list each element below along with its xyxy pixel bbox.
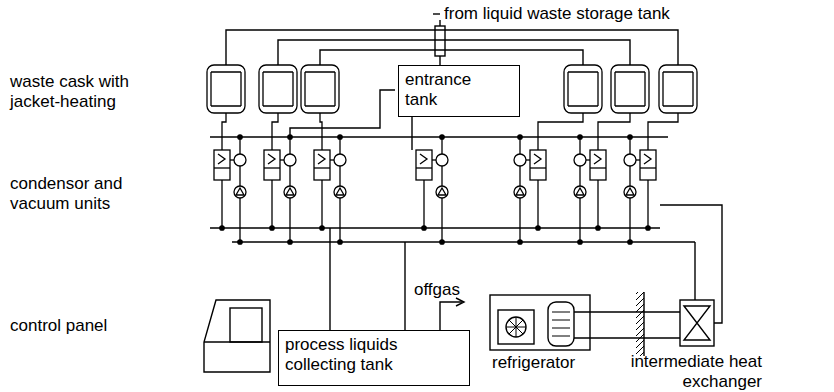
bus-line (232, 241, 695, 242)
waste-cask (259, 65, 297, 113)
row-label: waste cask with jacket-heating (10, 72, 150, 112)
waste-cask (207, 65, 245, 113)
condensor-unit (214, 113, 246, 244)
header-pipe (226, 30, 678, 65)
compressor (498, 310, 534, 344)
panel-desk (204, 341, 270, 342)
equipment-label: intermediate heat exchanger (622, 352, 762, 392)
node-text: process liquids collecting tank (285, 335, 425, 375)
coolant-pipe (574, 312, 680, 338)
supply-pipe (660, 205, 722, 323)
bus-line (210, 227, 660, 228)
drain-pipe (404, 242, 405, 330)
node-text: entrance tank (405, 70, 487, 110)
header-pipe (278, 40, 630, 65)
waste-cask (301, 65, 339, 113)
condensor-unit (314, 113, 346, 244)
evaporator (548, 302, 574, 346)
evaporator-tubes (552, 312, 570, 336)
drain-pipe (329, 228, 330, 330)
offgas-label: offgas (414, 280, 484, 300)
equipment-label: refrigerator (492, 353, 612, 373)
panel-screen (230, 308, 262, 342)
header-pipe (320, 50, 583, 65)
tank-box: process liquids collecting tank (278, 330, 470, 386)
waste-cask (611, 65, 649, 113)
condensor-unit (264, 113, 296, 244)
leader-dash (433, 13, 440, 14)
waste-cask (659, 65, 697, 113)
tank-pipe (411, 113, 412, 150)
row-label: control panel (10, 316, 160, 336)
offgas-arrow (456, 298, 464, 306)
heat-exchanger (680, 300, 714, 346)
bus-line (210, 136, 668, 137)
source-label: from liquid waste storage tank (444, 4, 744, 24)
return-pipe (694, 242, 695, 300)
exchanger-symbol (684, 306, 710, 340)
offgas-pipe (440, 302, 462, 330)
waste-cask (564, 65, 602, 113)
refrigerator (490, 295, 590, 350)
condensor-unit (514, 113, 583, 244)
condensor-unit (624, 113, 678, 244)
fan-blades (506, 317, 526, 337)
wall-hatch (636, 292, 644, 356)
wall (643, 292, 644, 356)
condensor-unit (416, 135, 448, 244)
tank-box: entrance tank (398, 65, 520, 117)
row-label: condensor and vacuum units (10, 174, 138, 214)
condensor-unit (574, 113, 630, 244)
control-panel (204, 300, 270, 372)
fan (506, 317, 526, 337)
